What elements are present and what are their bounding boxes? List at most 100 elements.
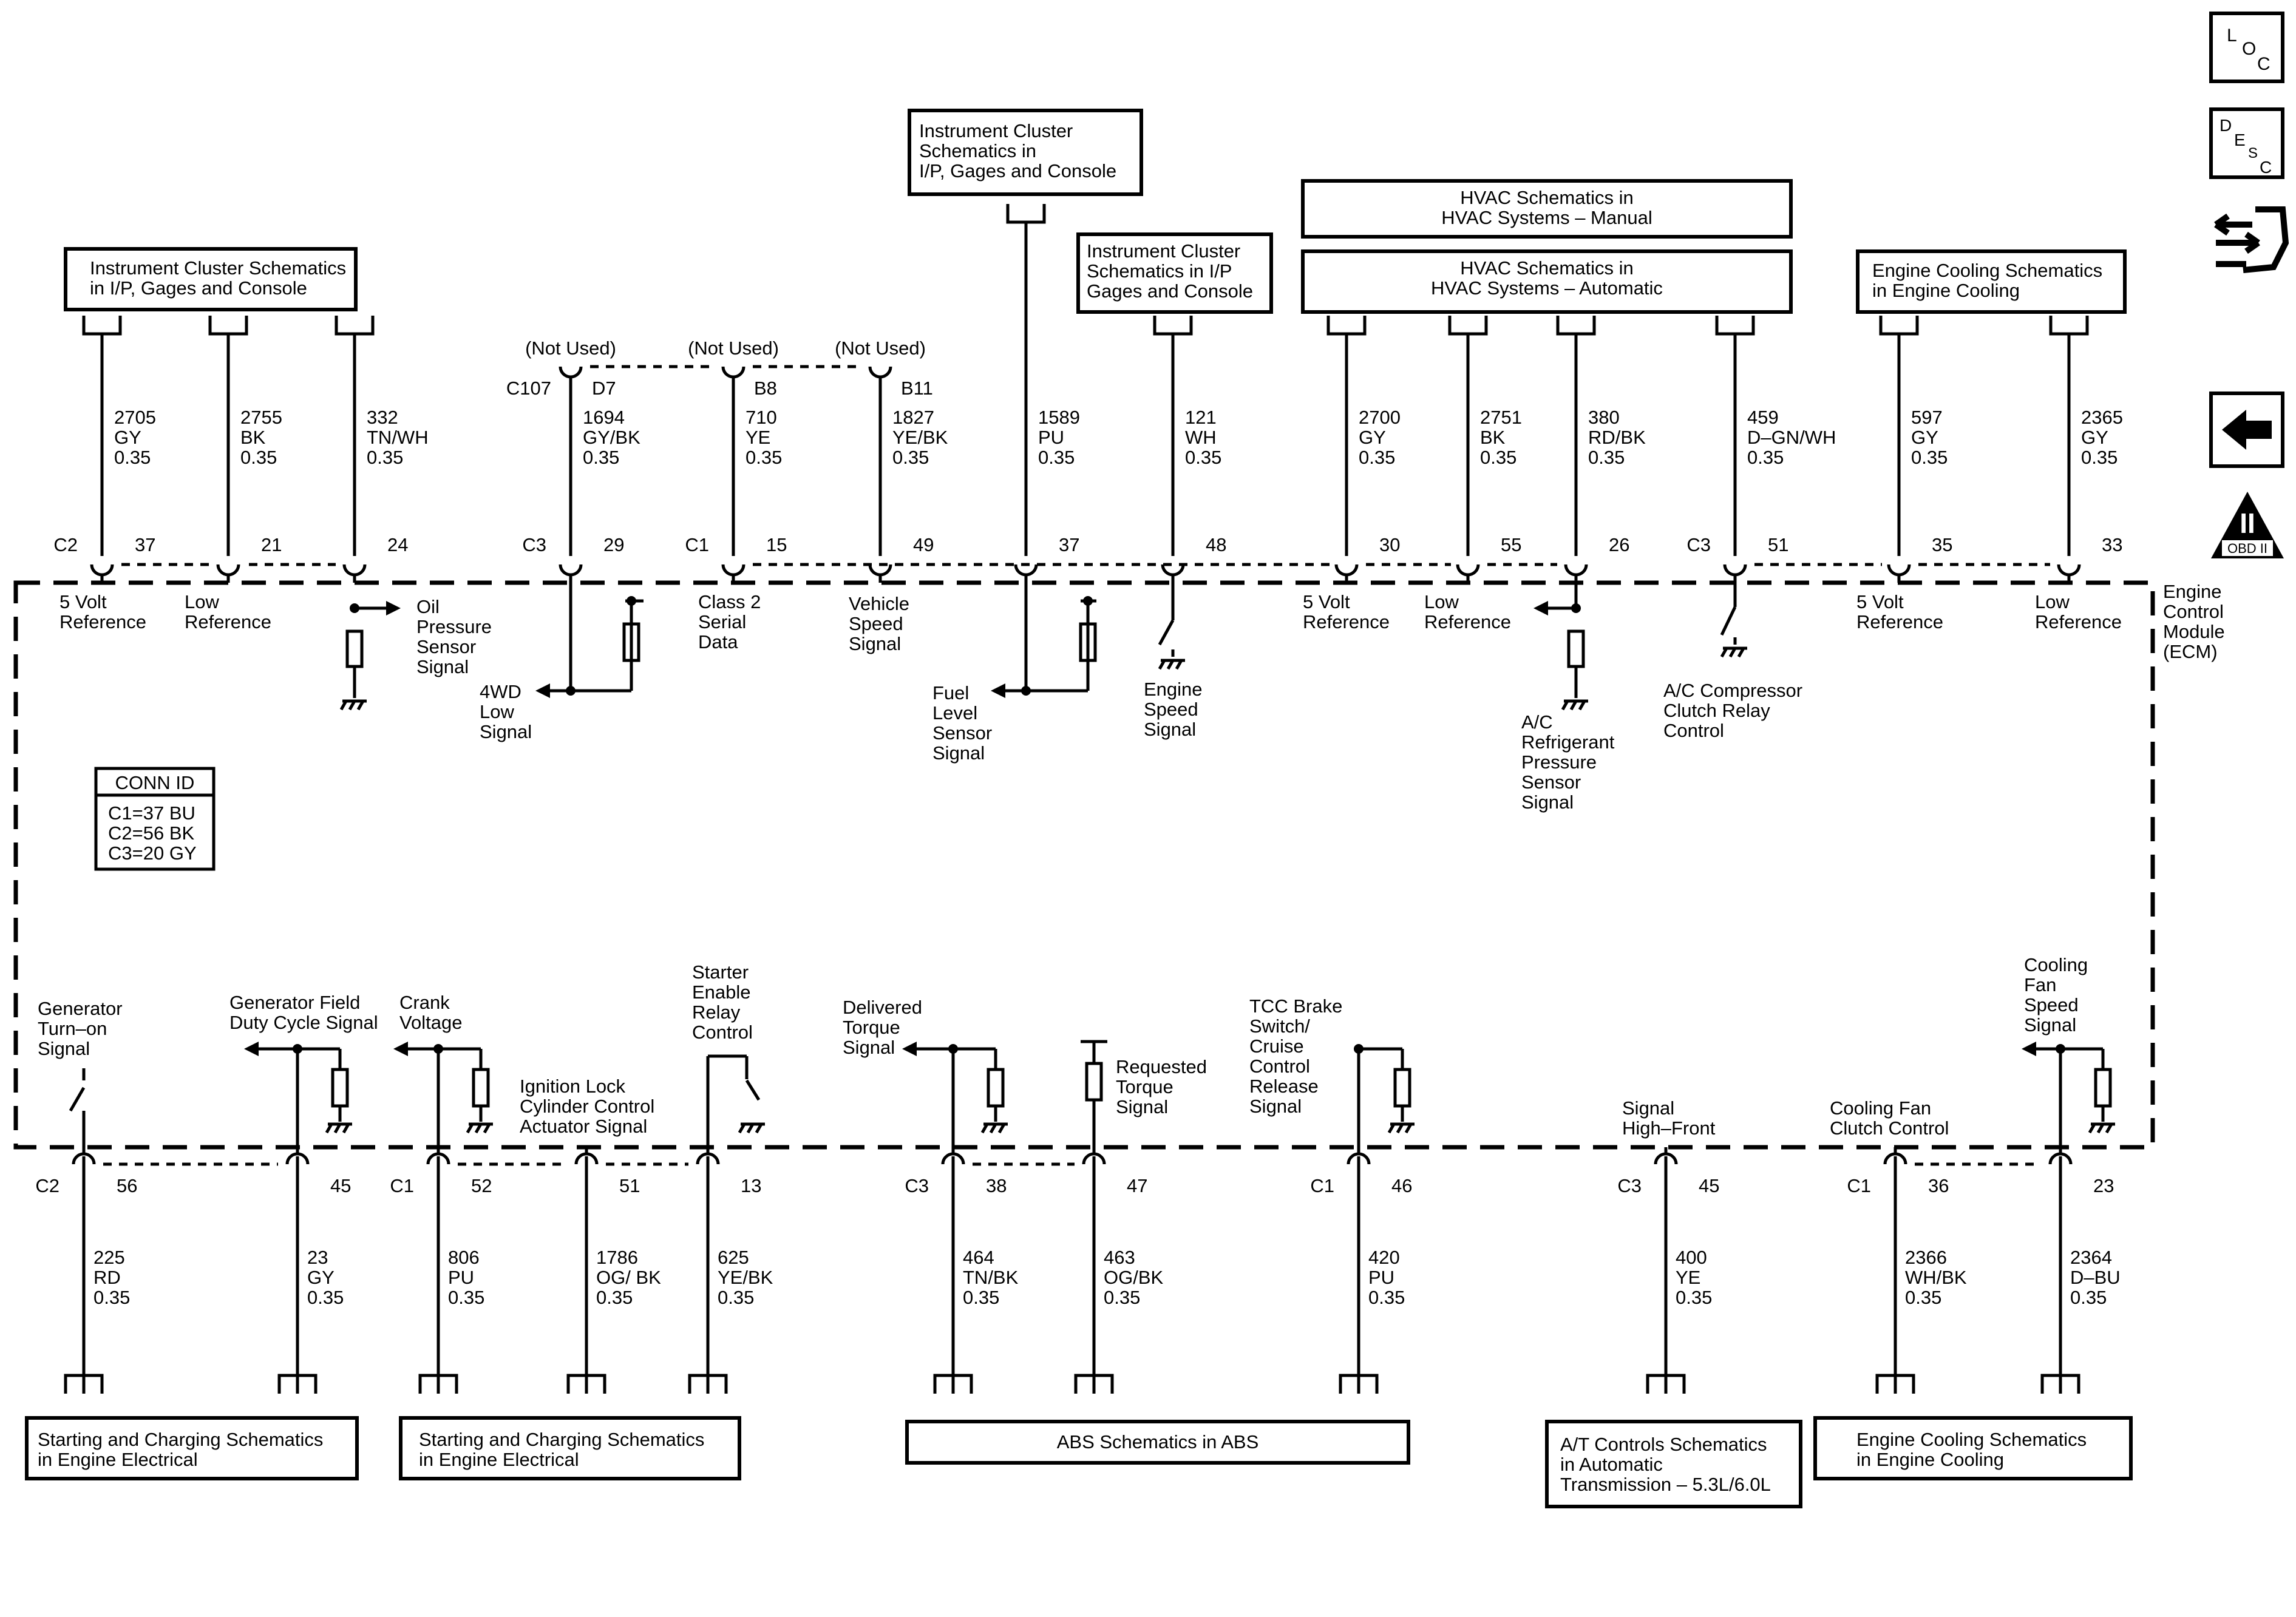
circuit-function-label: Serial <box>698 611 746 632</box>
pin-number: D7 <box>592 378 616 399</box>
circuit-function-label: Torque <box>1116 1076 1173 1097</box>
destination-box-text: in Engine Cooling <box>1872 280 2020 301</box>
circuit-function-label: Reference <box>1303 611 1390 632</box>
wire-code: D–GN/WH <box>1747 427 1836 448</box>
circuit-function-label: Relay <box>692 1002 741 1023</box>
wrench-arrows-icon[interactable] <box>2214 206 2289 273</box>
wire-code: WH <box>1185 427 1217 448</box>
wire-code: 23 <box>307 1247 328 1268</box>
harness-terminal-icon <box>1556 316 1596 336</box>
circuit-function-label: Crank <box>399 992 450 1013</box>
wire-code: 806 <box>448 1247 480 1268</box>
connector-pin-icon <box>216 564 240 577</box>
wire-code: 710 <box>746 407 777 428</box>
wire-code: 400 <box>1676 1247 1707 1268</box>
back-button-frame[interactable] <box>2209 392 2284 468</box>
not-used-label: (Not Used) <box>688 337 779 359</box>
wire-code: PU <box>1368 1267 1394 1288</box>
resistor-icon <box>2094 1068 2112 1108</box>
harness-terminal-icon <box>1339 1374 1379 1394</box>
circuit-function-label: Cylinder Control <box>520 1096 654 1117</box>
harness-terminal-icon <box>1715 316 1755 336</box>
circuit-function-label: Delivered <box>843 997 922 1018</box>
circuit-function-label: Signal <box>416 656 469 677</box>
pin-number: 35 <box>1932 534 1952 555</box>
circuit-function-label: 5 Volt <box>1303 591 1350 612</box>
destination-box-5 <box>1301 249 1793 314</box>
circuit-function-label: Reference <box>1856 611 1943 632</box>
circuit-function-label: Signal <box>480 721 532 742</box>
splice-dot-icon <box>1083 596 1093 606</box>
wire-code: 0.35 <box>583 447 619 468</box>
wire-code: GY <box>2081 427 2108 448</box>
circuit-function-label: Reference <box>1424 611 1511 632</box>
destination-box-3 <box>1076 232 1273 314</box>
loc-button[interactable]: LOC <box>2209 12 2284 83</box>
destination-box-text: Schematics in I/P <box>1087 260 1232 282</box>
circuit-function-label: Signal <box>1116 1096 1168 1117</box>
arrow-left-icon <box>902 1042 917 1056</box>
wire-code: 1786 <box>596 1247 638 1268</box>
wire-code: BK <box>1480 427 1506 448</box>
circuit-function-label: Speed <box>1144 699 1198 720</box>
wire-code: 121 <box>1185 407 1217 428</box>
ground-icon <box>466 1122 493 1134</box>
destination-box-4 <box>1301 179 1793 239</box>
harness-terminal-icon <box>335 316 375 336</box>
not-used-label: (Not Used) <box>525 337 616 359</box>
circuit-function-label: Cooling Fan <box>1830 1097 1931 1119</box>
connector-pin-icon <box>1564 564 1588 577</box>
arrow-left-icon[interactable] <box>2222 410 2272 450</box>
connector-pin-icon <box>574 1152 599 1165</box>
pin-number: 51 <box>1768 534 1788 555</box>
connector-pin-icon <box>1082 1152 1106 1165</box>
wire-code: 0.35 <box>1588 447 1625 468</box>
wire-code: 0.35 <box>1359 447 1395 468</box>
wire-code: PU <box>448 1267 474 1288</box>
circuit-function-label: Engine <box>1144 679 1203 700</box>
pin-number: 56 <box>117 1175 137 1196</box>
connector-id: C1 <box>685 534 709 555</box>
pin-number: 49 <box>913 534 934 555</box>
ground-icon <box>325 1122 352 1134</box>
ground-icon <box>2088 1122 2115 1134</box>
destination-box-text: in I/P, Gages and Console <box>90 277 307 299</box>
circuit-function-label: Signal <box>932 742 985 764</box>
wire-code: 0.35 <box>892 447 929 468</box>
wire-code: 225 <box>93 1247 125 1268</box>
wire-code: GY <box>114 427 141 448</box>
repair-tool-button[interactable] <box>2214 206 2289 273</box>
destination-box-text: Instrument Cluster <box>1087 240 1240 262</box>
circuit-function-label: Requested <box>1116 1056 1207 1077</box>
loc-icon[interactable] <box>2209 12 2284 83</box>
connector-pin-icon <box>559 564 583 577</box>
wire-code: PU <box>1038 427 1064 448</box>
circuit-function-label: Signal <box>843 1037 895 1058</box>
pin-number: 38 <box>986 1175 1007 1196</box>
harness-terminal-icon <box>64 1374 104 1394</box>
destination-box-1 <box>64 247 358 311</box>
connector-pin-icon <box>1654 1152 1678 1165</box>
wire-code: 0.35 <box>1185 447 1221 468</box>
harness-terminal-icon <box>1006 204 1046 224</box>
switch-blade <box>1720 606 1737 636</box>
circuit-function-label: Switch/ <box>1249 1015 1310 1037</box>
destination-box-text: Engine Cooling Schematics <box>1856 1429 2087 1450</box>
pin-number: 37 <box>135 534 155 555</box>
desc-icon[interactable] <box>2209 107 2284 179</box>
wire-code: 0.35 <box>114 447 151 468</box>
ground-icon <box>980 1122 1008 1134</box>
connector-id: C1 <box>390 1175 414 1196</box>
destination-box-6 <box>1856 249 2127 314</box>
connector-pin-icon <box>868 366 892 379</box>
pin-number: 29 <box>603 534 624 555</box>
wire-code: 1589 <box>1038 407 1080 428</box>
back-button[interactable] <box>2209 392 2284 468</box>
arrow-left-icon <box>2022 1042 2036 1056</box>
circuit-function-label: Duty Cycle Signal <box>229 1012 378 1033</box>
resistor-icon <box>331 1068 349 1108</box>
connector-pin-icon <box>1161 564 1185 577</box>
arrow-left-icon <box>244 1042 259 1056</box>
